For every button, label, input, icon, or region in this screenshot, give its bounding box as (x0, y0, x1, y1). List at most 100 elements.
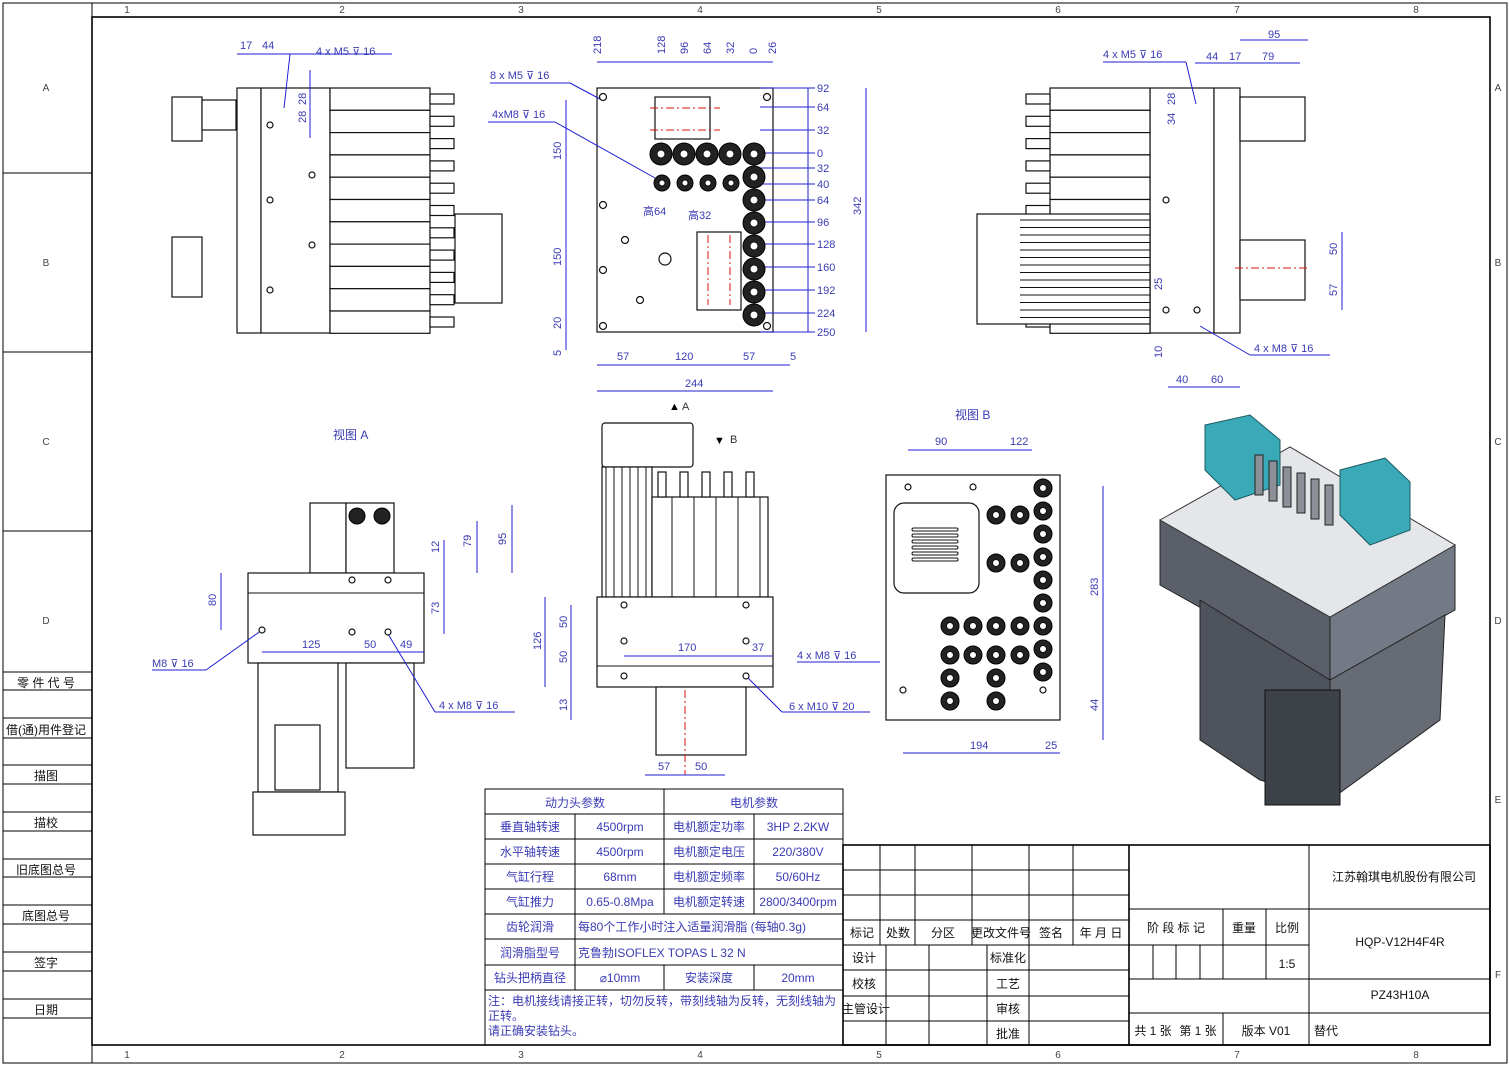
mount-hole (348, 628, 356, 636)
zone-col: 5 (876, 5, 882, 16)
dim-label: 57 (617, 351, 629, 363)
dim-label: 50 (364, 639, 376, 651)
dim-label: 80 (207, 594, 219, 606)
company-name: 江苏翰琪电机股份有限公司 (1332, 869, 1476, 884)
spindle-bore (1039, 553, 1047, 561)
dim-label: 95 (497, 533, 509, 545)
param-label: 气缸行程 (506, 869, 554, 884)
cylinder-block (1239, 239, 1306, 301)
zone-row: D (1494, 616, 1501, 627)
param-value: 4500rpm (596, 845, 643, 859)
dim-label: 128 (817, 239, 835, 251)
dim-label: 92 (817, 83, 829, 95)
spindle-bore (749, 149, 759, 159)
front-view: 126 50 50 13 170 37 4 x M8 ⊽ 16 6 x M10 … (532, 422, 880, 776)
mount-hole (762, 321, 772, 331)
zone-row: C (1494, 437, 1501, 448)
spindle-body (329, 87, 431, 111)
valve-body (201, 99, 237, 131)
motor-cap (601, 422, 694, 468)
view-title: 视图 A (333, 427, 368, 442)
param-label: 电机额定功率 (673, 819, 745, 834)
side-view-right: 95 4 x M5 ⊽ 16 44 17 79 28 34 50 57 25 1… (976, 29, 1343, 388)
dim-label: 244 (685, 378, 703, 390)
spindle-tip (701, 471, 711, 498)
spindle-bore (946, 674, 954, 682)
zone-col: 3 (518, 5, 524, 16)
mount-hole (308, 241, 316, 249)
mount-hole (742, 637, 750, 645)
register-label: 描图 (34, 769, 58, 783)
spindle-nozzle (429, 93, 455, 105)
spindle-nozzle (429, 115, 455, 127)
thread-callout: 6 x M10 ⊽ 20 (789, 701, 855, 713)
signoff-label: 校核 (852, 976, 876, 991)
spindle-bore (1039, 507, 1047, 515)
zone-col: 1 (124, 5, 130, 16)
leader-line (1199, 325, 1251, 356)
mount-hole (635, 295, 645, 305)
thread-callout: 4 x M8 ⊽ 16 (797, 650, 856, 662)
top-view: 218 128 96 64 32 0 26 926432032406496128… (488, 36, 867, 413)
register-label: 底图总号 (22, 908, 70, 923)
register-label: 描校 (34, 815, 58, 830)
vent-slot (911, 539, 959, 544)
dim-label: 218 (592, 36, 604, 54)
replace-label: 替代 (1314, 1024, 1338, 1038)
gear-label: 齿轮润滑 (506, 920, 554, 934)
zone-col: 7 (1234, 1050, 1240, 1061)
change-header: 更改文件号 (971, 925, 1031, 940)
drawing-code: PZ43H10A (1371, 988, 1430, 1002)
spindle-nozzle (1025, 138, 1051, 150)
junction-box (274, 724, 321, 791)
param-value: 50/60Hz (776, 870, 821, 884)
spindle-bore (1039, 576, 1047, 584)
mount-hole (969, 483, 977, 491)
cylinder-block (171, 236, 203, 298)
signoff-label: 批准 (996, 1026, 1020, 1041)
mount-hole (899, 686, 907, 694)
drawing-name: HQP-V12H4F4R (1355, 935, 1445, 949)
register-label: 借(通)用件登记 (6, 722, 86, 737)
zone-row: C (42, 437, 49, 448)
header-motor-params: 电机参数 (730, 795, 778, 810)
spindle-bore (1039, 484, 1047, 492)
dim-label: 44 (262, 40, 274, 52)
signoff-label: 审核 (996, 1001, 1020, 1016)
spindle-nozzle (429, 138, 455, 150)
change-header: 分区 (931, 926, 955, 940)
view-arrow-label: B (730, 434, 737, 446)
weight-label: 重量 (1232, 921, 1256, 935)
spindle-tip (679, 471, 689, 498)
spindle-shaft (1254, 454, 1264, 496)
spindle-bore (749, 172, 759, 182)
fan-vents (911, 527, 959, 562)
thread-callout: 4 x M5 ⊽ 16 (316, 46, 375, 58)
spindle-bore (946, 622, 954, 630)
shank-label: 钻头把柄直径 (494, 970, 566, 985)
spindle-body (329, 109, 431, 134)
dim-label: 10 (1153, 346, 1165, 358)
spindle-shaft (1296, 472, 1306, 514)
spindle-bore (992, 511, 1000, 519)
dim-label: 32 (817, 125, 829, 137)
param-value: 3HP 2.2KW (767, 820, 830, 834)
mount-plate (1213, 87, 1241, 334)
dim-label: 37 (752, 642, 764, 654)
register-label: 旧底图总号 (16, 862, 76, 877)
center-hole (658, 252, 672, 266)
note-line-1: 注：电机接线请接正转，切勿反转，带刻线轴为反转，无刻线轴为正转。 (488, 994, 837, 1023)
param-value: 4500rpm (596, 820, 643, 834)
dim-label: 125 (302, 639, 320, 651)
spindle-bore (749, 310, 759, 320)
sheets-total: 共 1 张 (1134, 1024, 1171, 1038)
spindle-nozzle (1025, 160, 1051, 172)
change-header: 年 月 日 (1080, 926, 1123, 940)
param-label: 电机额定频率 (673, 869, 745, 884)
scale-label: 比例 (1275, 921, 1299, 935)
zone-row: B (43, 258, 50, 269)
spindle-nozzle (429, 271, 455, 283)
param-label: 水平轴转速 (500, 844, 560, 859)
